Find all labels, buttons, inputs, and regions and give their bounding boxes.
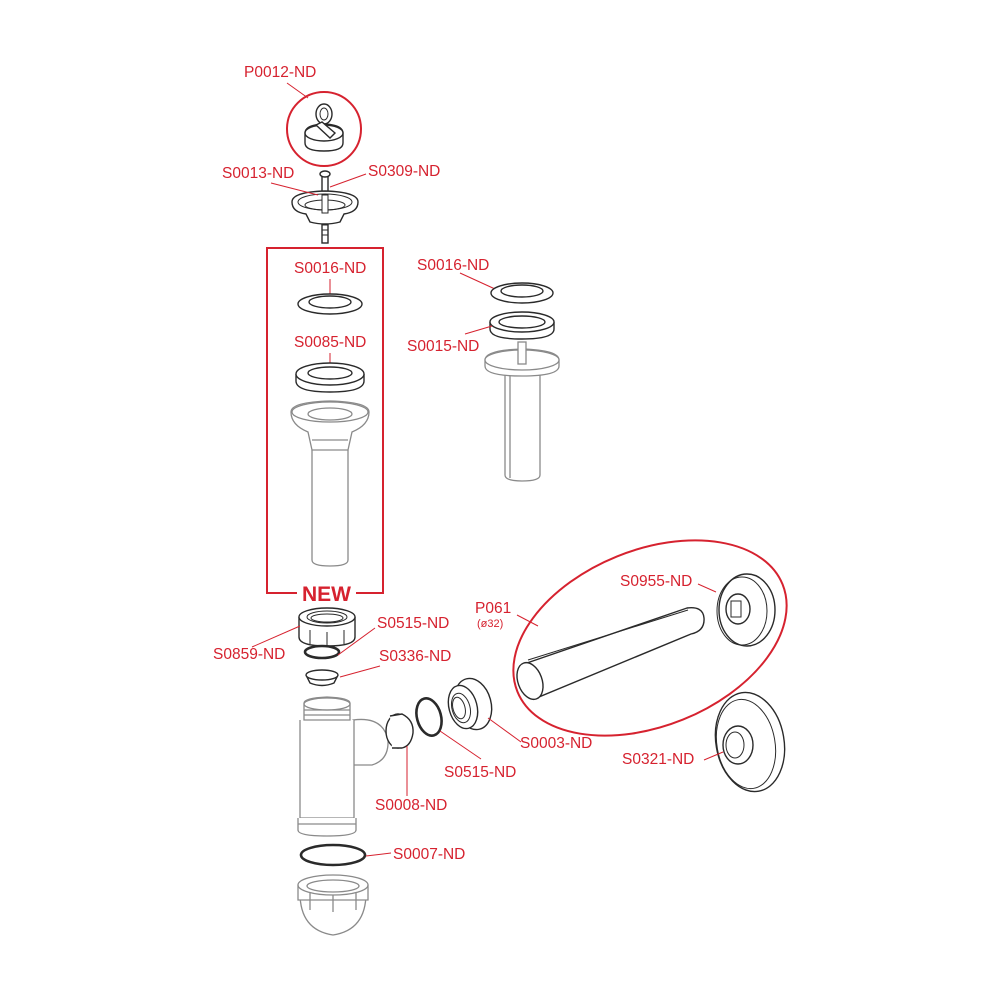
alt-waste-tube-drawing xyxy=(484,341,560,482)
bottom-cup-drawing xyxy=(297,874,369,936)
new-kit-box: NEW S0016-ND S0085-ND xyxy=(266,247,384,606)
rosette-dome-group: S0321-ND xyxy=(622,691,786,793)
seal-top-drawing xyxy=(303,644,341,660)
nut-side-drawing xyxy=(447,677,493,731)
screw-leader xyxy=(329,173,367,188)
nut-top-drawing xyxy=(298,607,356,647)
part-label-new-washer-bottom: S0085-ND xyxy=(294,334,366,351)
part-label-pipe-diameter: (ø32) xyxy=(477,618,503,630)
pipe-kit-group: P061 (ø32) S0955-ND xyxy=(475,539,788,737)
pipe-leader xyxy=(516,614,539,627)
rosette-dome-leader xyxy=(703,751,724,761)
new-box-frame xyxy=(266,247,384,594)
part-label-strainer: S0013-ND xyxy=(222,165,294,182)
plug-group: P0012-ND xyxy=(244,64,362,167)
top-nut-group: S0859-ND S0515-ND S0336-ND xyxy=(213,607,451,687)
bottom-group: S0007-ND xyxy=(297,843,465,936)
alt-kit-group: S0016-ND S0015-ND xyxy=(407,257,560,482)
part-label-nut-side: S0003-ND xyxy=(520,735,592,752)
rosette-flat-drawing xyxy=(716,573,776,647)
alt-washer-top-drawing xyxy=(490,282,554,304)
cone-washer-leader xyxy=(339,665,381,678)
reducer-drawing xyxy=(385,713,414,749)
side-connection-group: S0008-ND S0515-ND S0003-ND xyxy=(375,677,592,814)
nut-top-leader xyxy=(251,625,301,648)
seal-side-drawing xyxy=(415,697,443,737)
strainer-group: S0013-ND S0309-ND xyxy=(222,163,440,244)
seal-side-leader xyxy=(439,730,482,760)
cone-washer-drawing xyxy=(305,669,339,687)
new-waste-tube-drawing xyxy=(290,400,370,567)
part-label-alt-washer-top: S0016-ND xyxy=(417,257,489,274)
part-label-pipe: P061 xyxy=(475,600,511,617)
plug-drawing xyxy=(304,103,344,152)
alt-washer-bottom-drawing xyxy=(489,311,555,340)
new-washer-bottom-drawing xyxy=(295,362,365,393)
part-label-rosette-dome: S0321-ND xyxy=(622,751,694,768)
new-badge: NEW xyxy=(302,583,351,606)
part-label-cone-washer: S0336-ND xyxy=(379,648,451,665)
part-label-seal-top: S0515-ND xyxy=(377,615,449,632)
part-label-alt-washer-bottom: S0015-ND xyxy=(407,338,479,355)
part-label-plug: P0012-ND xyxy=(244,64,316,81)
o-ring-bottom-drawing xyxy=(299,843,367,867)
part-label-reducer: S0008-ND xyxy=(375,797,447,814)
pipe-highlight-ellipse xyxy=(512,539,788,737)
alt-washer-top-leader xyxy=(459,272,496,290)
part-label-seal-side: S0515-ND xyxy=(444,764,516,781)
rosette-flat-leader xyxy=(697,583,717,593)
part-label-o-ring-bottom: S0007-ND xyxy=(393,846,465,863)
o-ring-bottom-leader xyxy=(365,852,392,857)
part-label-nut-top: S0859-ND xyxy=(213,646,285,663)
trap-body-drawing xyxy=(297,696,389,837)
nut-side-leader xyxy=(487,717,522,743)
new-washer-top-drawing xyxy=(297,293,363,315)
part-label-new-washer-top: S0016-ND xyxy=(294,260,366,277)
strainer-leader xyxy=(270,182,319,196)
part-label-rosette-flat: S0955-ND xyxy=(620,573,692,590)
part-label-screw: S0309-ND xyxy=(368,163,440,180)
seal-top-leader xyxy=(337,627,376,656)
plug-highlight-circle xyxy=(286,91,362,167)
alt-washer-bottom-leader xyxy=(464,325,493,335)
rosette-dome-drawing xyxy=(714,691,786,793)
pipe-drawing xyxy=(516,607,705,701)
plug-leader xyxy=(286,82,309,99)
